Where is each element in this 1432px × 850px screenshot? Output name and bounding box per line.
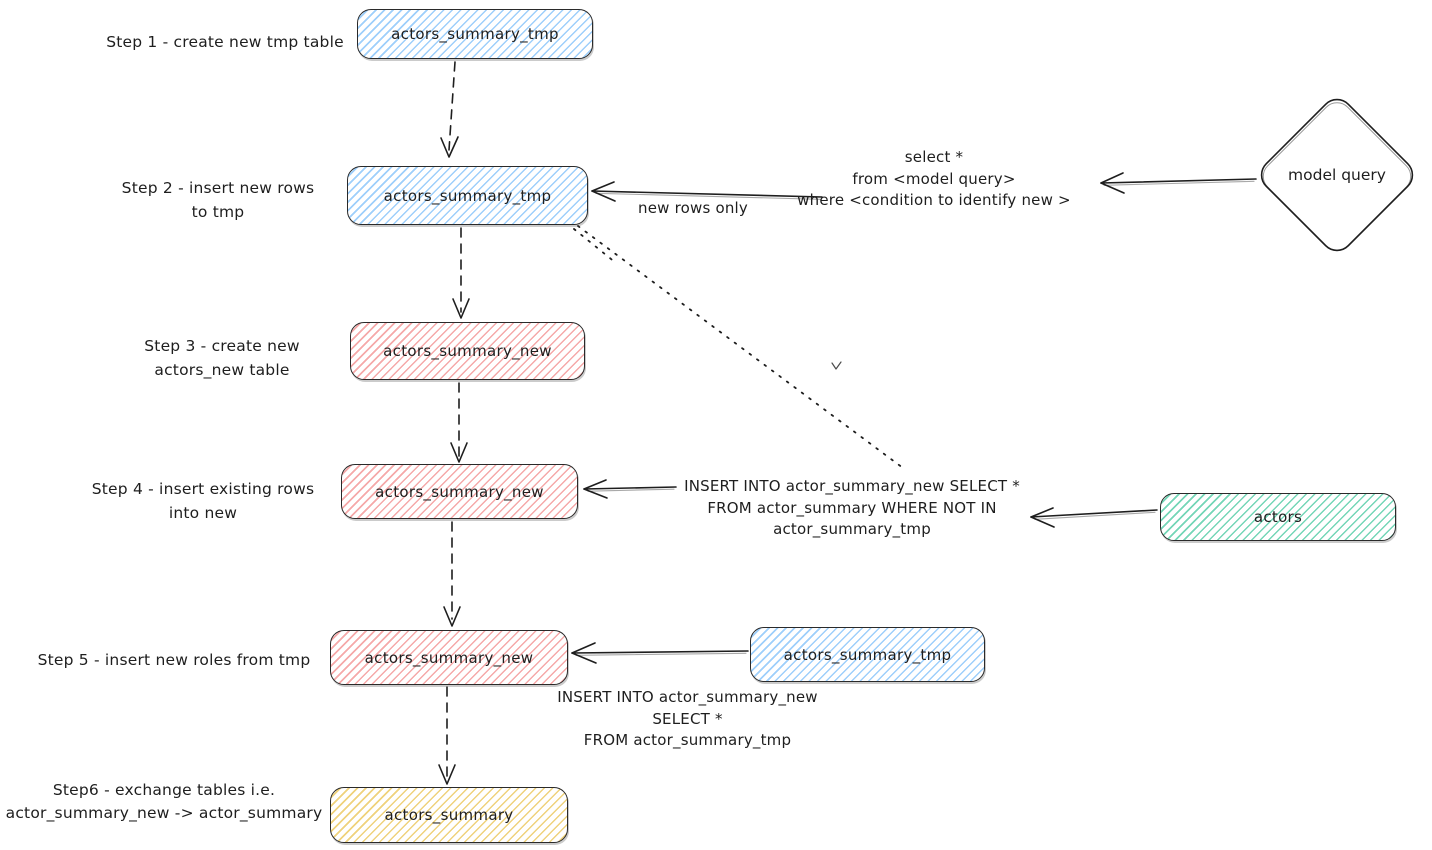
arrow-query-to-tmp[interactable] [591, 181, 823, 202]
step5-label[interactable]: Step 5 - insert new roles from tmp [37, 651, 311, 669]
node-new-table-step5[interactable]: actors_summary_new [330, 630, 568, 685]
model-query-label[interactable]: model query [1288, 166, 1386, 184]
node-tmp-table-step2[interactable]: actors_summary_tmp [347, 166, 588, 225]
node-label: actors_summary_tmp [383, 186, 552, 205]
node-new-table-step3[interactable]: actors_summary_new [350, 322, 585, 380]
step2-label[interactable]: Step 2 - insert new rows to tmp [121, 179, 315, 221]
node-label: actors_summary_new [383, 342, 552, 360]
arrow-insert-existing-to-new[interactable] [583, 479, 677, 499]
arrow-actors-to-insert-text[interactable] [1030, 507, 1158, 528]
node-label: actors_summary_tmp [391, 25, 559, 43]
node-label: actors_summary_new [375, 482, 544, 501]
arrow-tmp-to-new-step5[interactable] [571, 642, 749, 664]
insert-existing-note[interactable]: INSERT INTO actor_summary_new SELECT * F… [684, 477, 1020, 538]
insert-from-tmp-note[interactable]: INSERT INTO actor_summary_new SELECT * F… [557, 688, 818, 749]
node-tmp-table-step5-source[interactable]: actors_summary_tmp [750, 627, 985, 682]
step6-label[interactable]: Step6 - exchange tables i.e. actor_summa… [5, 781, 323, 822]
arrow-model-query-to-text[interactable] [1100, 172, 1257, 194]
model-query-diamond-shape[interactable] [1255, 93, 1419, 257]
node-label: actors_summary_new [364, 648, 534, 667]
step4-label[interactable]: Step 4 - insert existing rows into new [91, 480, 315, 522]
arrow-step3-to-step4[interactable] [450, 382, 468, 463]
node-new-table-step4[interactable]: actors_summary_new [341, 464, 578, 519]
dotted-link-tmp-to-insert[interactable] [573, 225, 904, 469]
step1-label[interactable]: Step 1 - create new tmp table [106, 33, 344, 51]
arrow-step1-to-step2[interactable] [440, 61, 459, 158]
node-label: actors [1253, 508, 1303, 526]
node-label: actors_summary [384, 806, 514, 824]
arrow-step5-to-step6[interactable] [438, 686, 456, 785]
node-actors-table[interactable]: actors [1160, 493, 1396, 541]
select-query-note[interactable]: select * from <model query> where <condi… [797, 148, 1071, 209]
arrow-step2-to-step3[interactable] [452, 227, 470, 319]
node-label: actors_summary_tmp [783, 645, 952, 664]
arrow-step4-to-step5[interactable] [443, 521, 461, 627]
node-final-summary-table[interactable]: actors_summary [330, 787, 568, 843]
node-tmp-table-step1[interactable]: actors_summary_tmp [357, 9, 593, 59]
step3-label[interactable]: Step 3 - create new actors_new table [144, 337, 300, 379]
new-rows-only-note[interactable]: new rows only [638, 199, 748, 217]
